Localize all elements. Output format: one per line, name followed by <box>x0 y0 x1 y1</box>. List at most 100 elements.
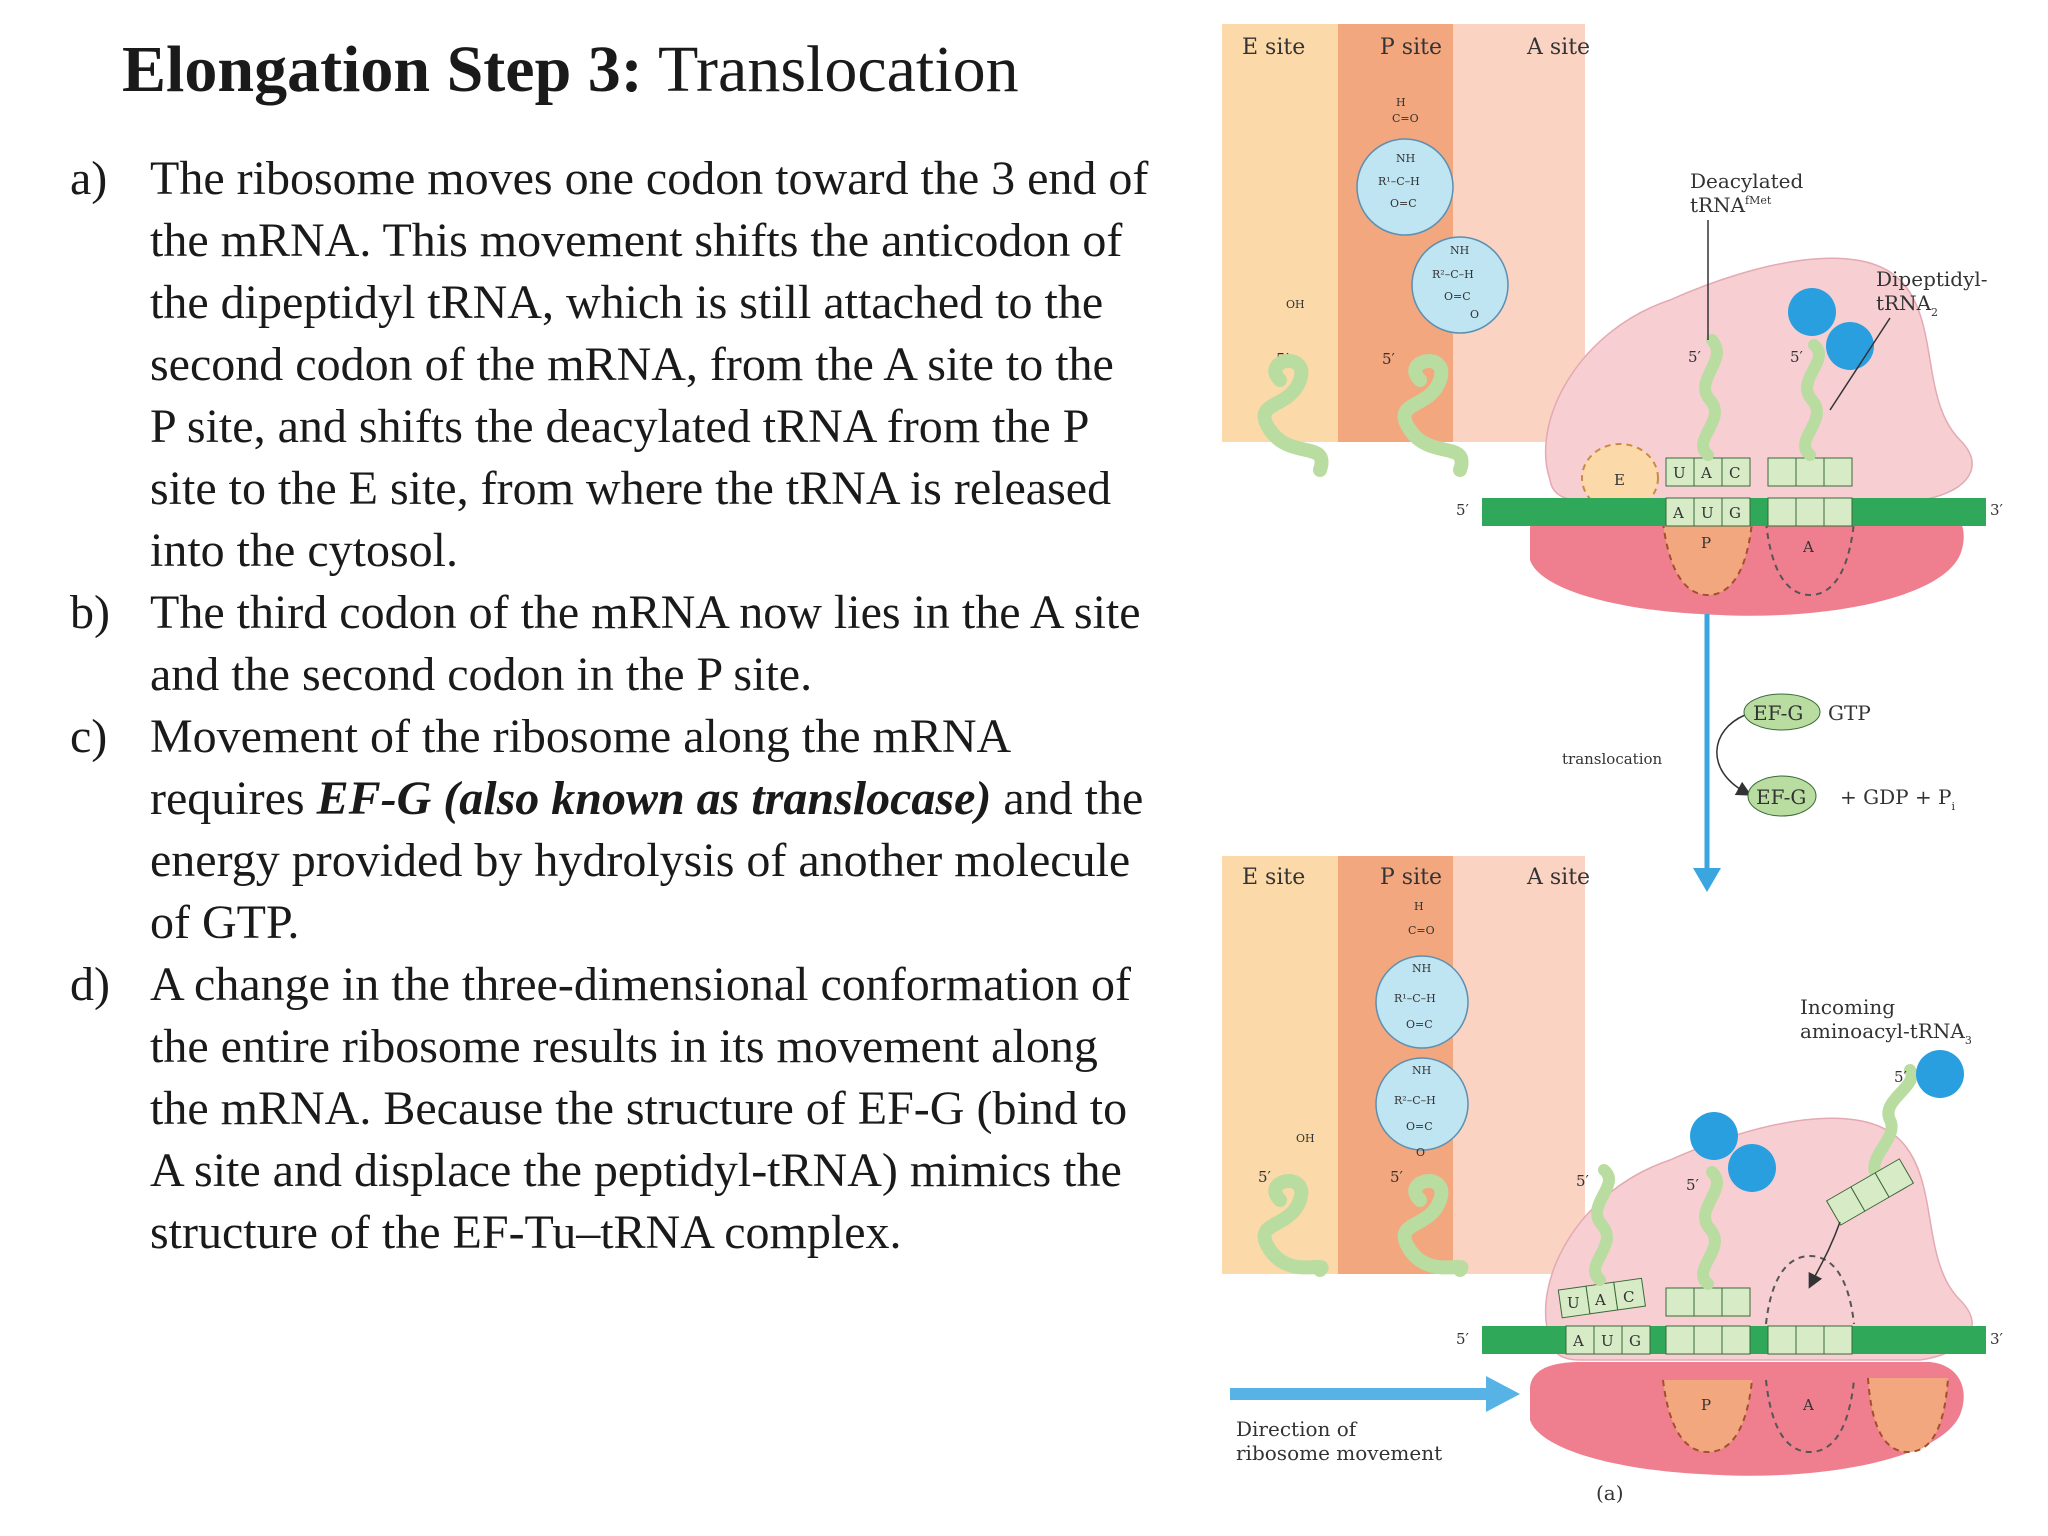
amino-acid-sphere <box>1788 288 1836 336</box>
panel-label: (a) <box>1596 1481 1624 1505</box>
chem-nh: NH <box>1396 152 1415 165</box>
codon-letter: U <box>1567 1294 1580 1312</box>
slide-title: Elongation Step 3: Translocation <box>122 28 1019 112</box>
codon-letter: A <box>1700 464 1712 482</box>
peptide-chain: H C=O NH R¹–C–H O=C NH R²–C–H O=C O <box>1375 900 1469 1159</box>
chem-r2: R²–C–H <box>1394 1094 1436 1107</box>
binding-arrow <box>1808 1221 1841 1289</box>
ribosome-large-subunit <box>1545 257 1973 501</box>
e-site-label: E site <box>1242 865 1305 890</box>
e-slot-label: E <box>1614 471 1625 489</box>
amino-acid-2 <box>1411 236 1509 334</box>
chem-r2: R²–C–H <box>1432 268 1474 281</box>
amino-acid-sphere <box>1728 1144 1776 1192</box>
amino-acid-1 <box>1356 138 1454 236</box>
label-incoming: Incoming <box>1800 995 1895 1019</box>
label-gdp-pi: + GDP + Pi <box>1840 785 1956 813</box>
five-prime-label: 5′ <box>1456 1330 1470 1348</box>
chem-oc: O=C <box>1390 197 1417 210</box>
title-bold: Elongation Step 3: <box>122 33 643 106</box>
efg-curve <box>1716 714 1752 796</box>
mrna-codon-aug: A U G <box>1565 1325 1651 1355</box>
peptide-chain: H C=O NH R¹–C–H O=C NH R²–C–H O=C O <box>1356 96 1509 334</box>
trna-squiggle <box>1257 354 1329 477</box>
chem-h: H <box>1414 900 1424 913</box>
ribosome-small-subunit <box>1530 501 1964 616</box>
five-prime-label: 5′ <box>1456 501 1470 519</box>
codon-letter: C <box>1623 1288 1634 1306</box>
a-slot <box>1765 1379 1855 1454</box>
label-deacylated: Deacylated <box>1690 169 1803 193</box>
five-prime-label: 5′ <box>1688 348 1702 366</box>
a-slot-label: A <box>1802 1396 1814 1414</box>
chem-oc: O=C <box>1444 290 1471 303</box>
chem-oc: O=C <box>1406 1120 1433 1133</box>
bullet-text: The ribosome moves one codon toward the … <box>150 152 1149 577</box>
a-slot-label: A <box>1802 538 1814 556</box>
anticodon-dipeptidyl <box>1767 457 1853 487</box>
mrna-codon-aug: A U G <box>1665 497 1751 527</box>
chem-oc: O=C <box>1406 1018 1433 1031</box>
label-dipeptidyl: Dipeptidyl- <box>1876 267 1988 291</box>
efg-gtp-oval <box>1743 693 1821 731</box>
a-slot <box>1765 521 1855 597</box>
p-site-label: P site <box>1380 865 1442 890</box>
chem-co: C=O <box>1392 112 1419 125</box>
codon-letter: G <box>1729 504 1741 522</box>
ribosome-small-subunit <box>1530 1362 1964 1476</box>
p-slot-label: P <box>1701 1396 1711 1414</box>
bullet-b: b)The third codon of the mRNA now lies i… <box>70 582 1150 706</box>
a-site-band <box>1453 24 1585 442</box>
bullet-text-before: Movement of the ribosome along the mRNA … <box>150 710 1009 825</box>
p-site-label: P site <box>1380 35 1442 60</box>
codon-letter: U <box>1701 504 1714 522</box>
chem-co: C=O <box>1408 924 1435 937</box>
label-translocation: translocation <box>1562 750 1663 768</box>
bullet-a: a)The ribosome moves one codon toward th… <box>70 148 1150 582</box>
efg-oval <box>1747 775 1817 817</box>
mrna-codon-p-site <box>1665 1325 1751 1355</box>
three-prime-label: 3′ <box>1990 1330 2004 1348</box>
bullet-list: a)The ribosome moves one codon toward th… <box>70 148 1150 1264</box>
label-trna-fmet: tRNAfMet <box>1690 193 1772 217</box>
e-site-label: E site <box>1242 35 1305 60</box>
trna-deacylated <box>1697 334 1723 461</box>
anticodon-uac: U A C <box>1665 457 1751 487</box>
five-prime-label: 5′ <box>1258 1168 1272 1186</box>
label-efg: EF-G <box>1756 785 1806 809</box>
chem-nh: NH <box>1412 962 1431 975</box>
label-gtp: GTP <box>1828 701 1871 725</box>
oh-label: OH <box>1296 1132 1315 1145</box>
p-slot-bottom <box>1662 1379 1753 1454</box>
incoming-trna: 5′ <box>1825 1050 1964 1226</box>
chem-nh: NH <box>1412 1064 1431 1077</box>
bullet-c: c)Movement of the ribosome along the mRN… <box>70 706 1150 954</box>
amino-acid-sphere <box>1690 1112 1738 1160</box>
p-slot-label: P <box>1701 534 1711 552</box>
codon-letter: A <box>1594 1291 1606 1309</box>
direction-arrow <box>1230 1376 1520 1412</box>
mrna-codon-a-site <box>1767 1325 1853 1355</box>
translocation-step: translocation EF-G GTP EF-G + GDP + Pi <box>1562 614 1956 892</box>
bullet-text: The third codon of the mRNA now lies in … <box>150 586 1141 701</box>
a-site-label: A site <box>1526 865 1590 890</box>
amino-acid-2 <box>1375 1057 1469 1151</box>
p-slot <box>1662 521 1753 597</box>
trna-peptidyl <box>1697 1166 1723 1290</box>
e-site-band <box>1222 856 1338 1274</box>
five-prime-label: 5′ <box>1894 1068 1908 1086</box>
five-prime-label: 5′ <box>1390 1168 1404 1186</box>
codon-letter: A <box>1672 504 1684 522</box>
label-trna2: tRNA2 <box>1876 291 1938 319</box>
a-slot-upper <box>1765 1254 1855 1325</box>
chem-h: H <box>1396 96 1406 109</box>
callout-line <box>1829 317 1891 411</box>
chem-o: O <box>1470 308 1479 321</box>
title-rest: Translocation <box>642 33 1019 106</box>
label-direction-line2: ribosome movement <box>1236 1441 1442 1465</box>
trna-dipeptidyl <box>1799 339 1825 461</box>
top-panel: E site P site A site H C=O NH R¹–C–H O=C… <box>1222 24 2004 616</box>
label-direction-line1: Direction of <box>1236 1417 1358 1441</box>
bullet-d: d)A change in the three-dimensional conf… <box>70 954 1150 1264</box>
bullet-text-after: and the energy provided by hydrolysis of… <box>150 772 1144 949</box>
